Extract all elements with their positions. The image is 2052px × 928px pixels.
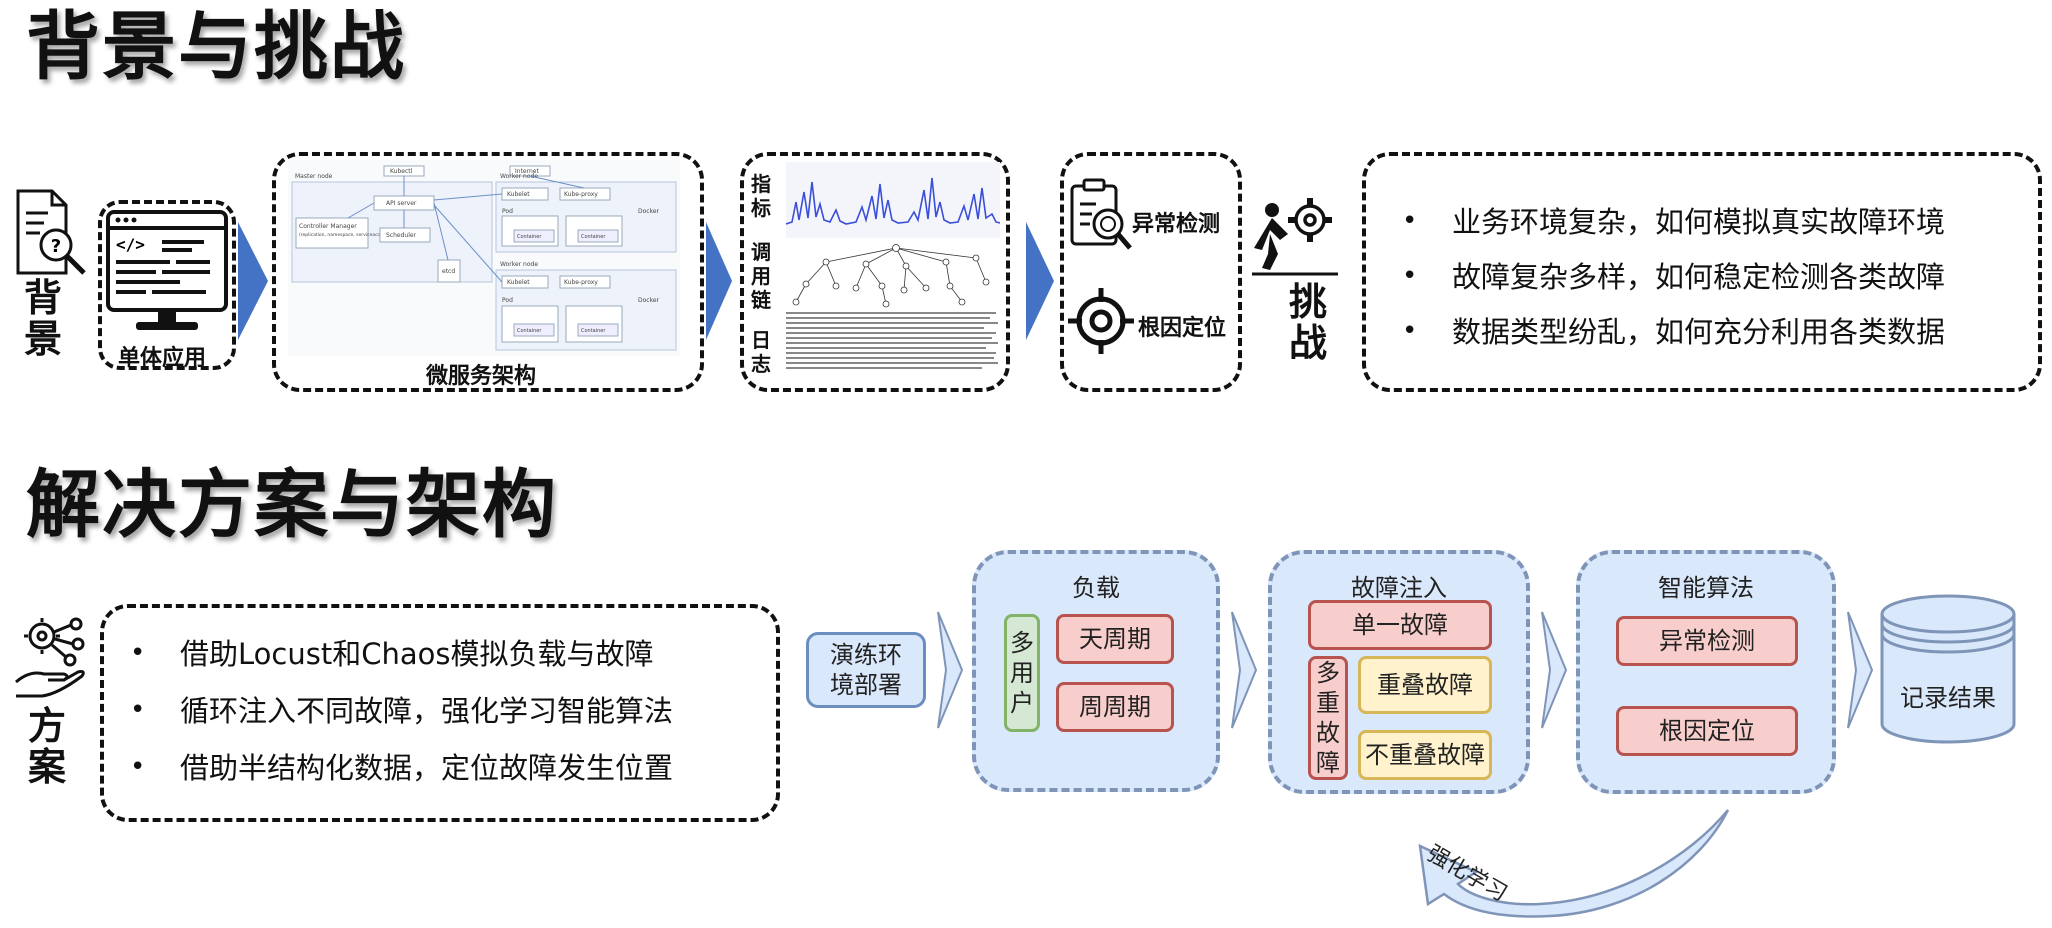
weekly-cycle-node: 周周期 — [1056, 682, 1174, 732]
chevron-right-icon — [1847, 611, 1874, 729]
section-title-solution: 解决方案与架构 — [26, 462, 558, 548]
root-cause-node: 根因定位 — [1616, 706, 1798, 756]
k8s-docker-label-2: Docker — [638, 297, 660, 304]
single-fault-node: 单一故障 — [1308, 600, 1492, 650]
solution-points-box — [100, 604, 780, 822]
algorithm-group-title: 智能算法 — [1658, 574, 1754, 602]
database-cylinder-icon — [1880, 594, 2016, 744]
right-arrow-icon — [1026, 222, 1054, 340]
k8s-pod-label-1: Pod — [502, 208, 513, 215]
anomaly-detection-node: 异常检测 — [1616, 616, 1798, 666]
multi-user-node: 多用户 — [1004, 614, 1040, 732]
k8s-docker-label-1: Docker — [638, 208, 660, 215]
non-overlap-fault-node: 不重叠故障 — [1358, 730, 1492, 780]
chevron-right-icon — [937, 611, 964, 729]
k8s-api-server-label: API server — [386, 200, 417, 207]
solution-point: 循环注入不同故障，强化学习智能算法 — [110, 697, 673, 726]
feedback-curved-arrow — [1418, 809, 1730, 918]
k8s-kube-proxy-label-1: Kube-proxy — [564, 191, 598, 198]
multiple-fault-node: 多重故障 — [1308, 656, 1348, 780]
fault-group-title: 故障注入 — [1351, 574, 1447, 602]
k8s-scheduler-label: Scheduler — [386, 232, 417, 239]
k8s-worker-node-label-2: Worker node — [500, 261, 538, 268]
k8s-pod-label-2: Pod — [502, 297, 513, 304]
record-results-label: 记录结果 — [1900, 684, 1996, 712]
kubernetes-architecture-diagram: Master node Kubectl API server Controlle… — [288, 160, 680, 356]
k8s-controller-detail: (replication, namespace, serviceaccounts… — [299, 232, 402, 238]
k8s-container-label-4: Container — [581, 328, 606, 334]
monitor-code-icon: </> — [106, 210, 228, 330]
challenge-item: 故障复杂多样，如何稳定检测各类故障 — [1382, 263, 1945, 292]
k8s-container-label-2: Container — [581, 234, 606, 240]
k8s-master-node-label: Master node — [295, 173, 333, 180]
overlap-fault-node: 重叠故障 — [1358, 656, 1492, 714]
k8s-internet-label: Internet — [515, 168, 539, 175]
k8s-container-label-1: Container — [517, 234, 542, 240]
background-side-label: 背景 — [23, 276, 62, 362]
chevron-right-icon — [1541, 611, 1568, 729]
challenges-box — [1362, 152, 2042, 392]
k8s-controller-label: Controller Manager — [299, 223, 357, 230]
gear-hand-icon — [15, 617, 85, 698]
microservice-box — [272, 152, 704, 392]
document-search-icon: ? — [16, 189, 86, 275]
k8s-kubelet-label-2: Kubelet — [507, 279, 530, 286]
k8s-kubectl-label: Kubectl — [390, 168, 413, 175]
right-arrow-icon — [706, 222, 732, 340]
target-crosshair-icon — [1068, 288, 1134, 354]
log-lines-graphic — [786, 312, 998, 369]
daily-cycle-node: 天周期 — [1056, 614, 1174, 664]
algorithm-group: 智能算法 — [1576, 550, 1836, 794]
solution-points-list: 借助Locust和Chaos模拟负载与故障 循环注入不同故障，强化学习智能算法 … — [110, 640, 673, 783]
challenge-item: 数据类型纷乱，如何充分利用各类数据 — [1382, 318, 1945, 347]
task-anomaly-detection: 异常检测 — [1132, 212, 1221, 237]
challenge-item: 业务环境复杂，如何模拟真实故障环境 — [1382, 208, 1945, 237]
microservice-label: 微服务架构 — [426, 364, 537, 389]
task-root-cause: 根因定位 — [1138, 316, 1227, 341]
clipboard-search-icon — [1070, 178, 1132, 250]
chevron-right-icon — [1231, 611, 1258, 729]
solution-side-label: 方案 — [27, 704, 66, 790]
person-gear-challenge-icon — [1252, 198, 1338, 276]
trace-label: 调用链 — [751, 240, 771, 312]
svg-text:?: ? — [51, 236, 61, 257]
solution-point: 借助Locust和Chaos模拟负载与故障 — [110, 640, 673, 669]
section-title-background: 背景与挑战 — [26, 4, 406, 90]
right-arrow-icon — [238, 222, 268, 340]
k8s-kubelet-label-1: Kubelet — [507, 191, 530, 198]
trace-graph-graphic — [792, 244, 990, 308]
k8s-container-label-3: Container — [517, 328, 542, 334]
tasks-box — [1060, 152, 1242, 392]
metrics-label: 指标 — [751, 172, 771, 220]
svg-text:</>: </> — [116, 235, 145, 254]
k8s-kube-proxy-label-2: Kube-proxy — [564, 279, 598, 286]
monolith-label: 单体应用 — [118, 346, 207, 371]
k8s-worker-node-label-1: Worker node — [500, 173, 538, 180]
challenge-side-label: 挑战 — [1288, 280, 1327, 366]
deploy-environment-node: 演练环境部署 — [806, 632, 926, 708]
log-label: 日志 — [751, 328, 771, 376]
challenges-list: 业务环境复杂，如何模拟真实故障环境 故障复杂多样，如何稳定检测各类故障 数据类型… — [1382, 208, 1945, 347]
monolith-box — [98, 200, 236, 370]
solution-point: 借助半结构化数据，定位故障发生位置 — [110, 754, 673, 783]
k8s-etcd-label: etcd — [442, 268, 455, 275]
data-types-box — [740, 152, 1010, 392]
metrics-timeseries-graphic — [786, 162, 1000, 238]
load-group-title: 负载 — [1072, 574, 1120, 602]
